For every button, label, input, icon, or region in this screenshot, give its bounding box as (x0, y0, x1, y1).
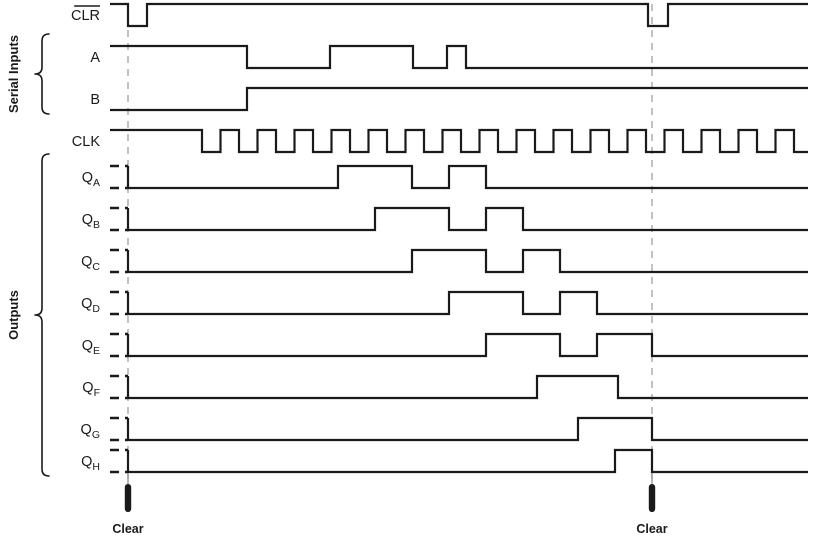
group-braces (34, 33, 50, 477)
clear-marker-1-bar (124, 484, 132, 512)
b-label: B (90, 92, 100, 108)
clk-waveform (110, 128, 808, 154)
clear-marker-2-bar (648, 484, 656, 512)
a-label: A (90, 50, 100, 66)
qf-waveform (128, 374, 808, 400)
qe-label: QE (82, 338, 100, 357)
qb-label: QB (82, 212, 100, 231)
b-waveform (110, 86, 808, 112)
qa-waveform (128, 164, 808, 190)
a-waveform (110, 44, 808, 70)
qg-label: QG (81, 422, 100, 441)
qf-label: QF (82, 380, 100, 399)
clear-marker-2-label: Clear (636, 522, 667, 536)
qc-waveform (128, 248, 808, 274)
waveform-traces (110, 2, 808, 474)
qd-waveform (128, 290, 808, 316)
clear-markers: Clear Clear (112, 474, 668, 536)
qd-label: QD (81, 296, 100, 315)
serial-inputs-brace (34, 33, 50, 115)
qb-waveform (128, 206, 808, 232)
qg-waveform (128, 416, 808, 442)
outputs-label: Outputs (6, 290, 21, 340)
qc-label: QC (81, 254, 100, 273)
qa-label: QA (82, 170, 100, 189)
qh-waveform (128, 448, 808, 474)
clk-label: CLK (72, 134, 101, 150)
qh-label: QH (81, 454, 100, 473)
clr-waveform (110, 2, 808, 28)
signal-labels: CLR A B CLK QA QB QC QD QE QF QG QH Serial InputsOut… (6, 5, 101, 473)
clear-marker-1-label: Clear (112, 522, 143, 536)
clr-label: CLR (71, 8, 100, 24)
outputs-brace (34, 153, 50, 477)
clear-guide-lines (127, 4, 653, 490)
qe-waveform (128, 332, 808, 358)
serial-inputs-label: Serial Inputs (6, 35, 21, 113)
